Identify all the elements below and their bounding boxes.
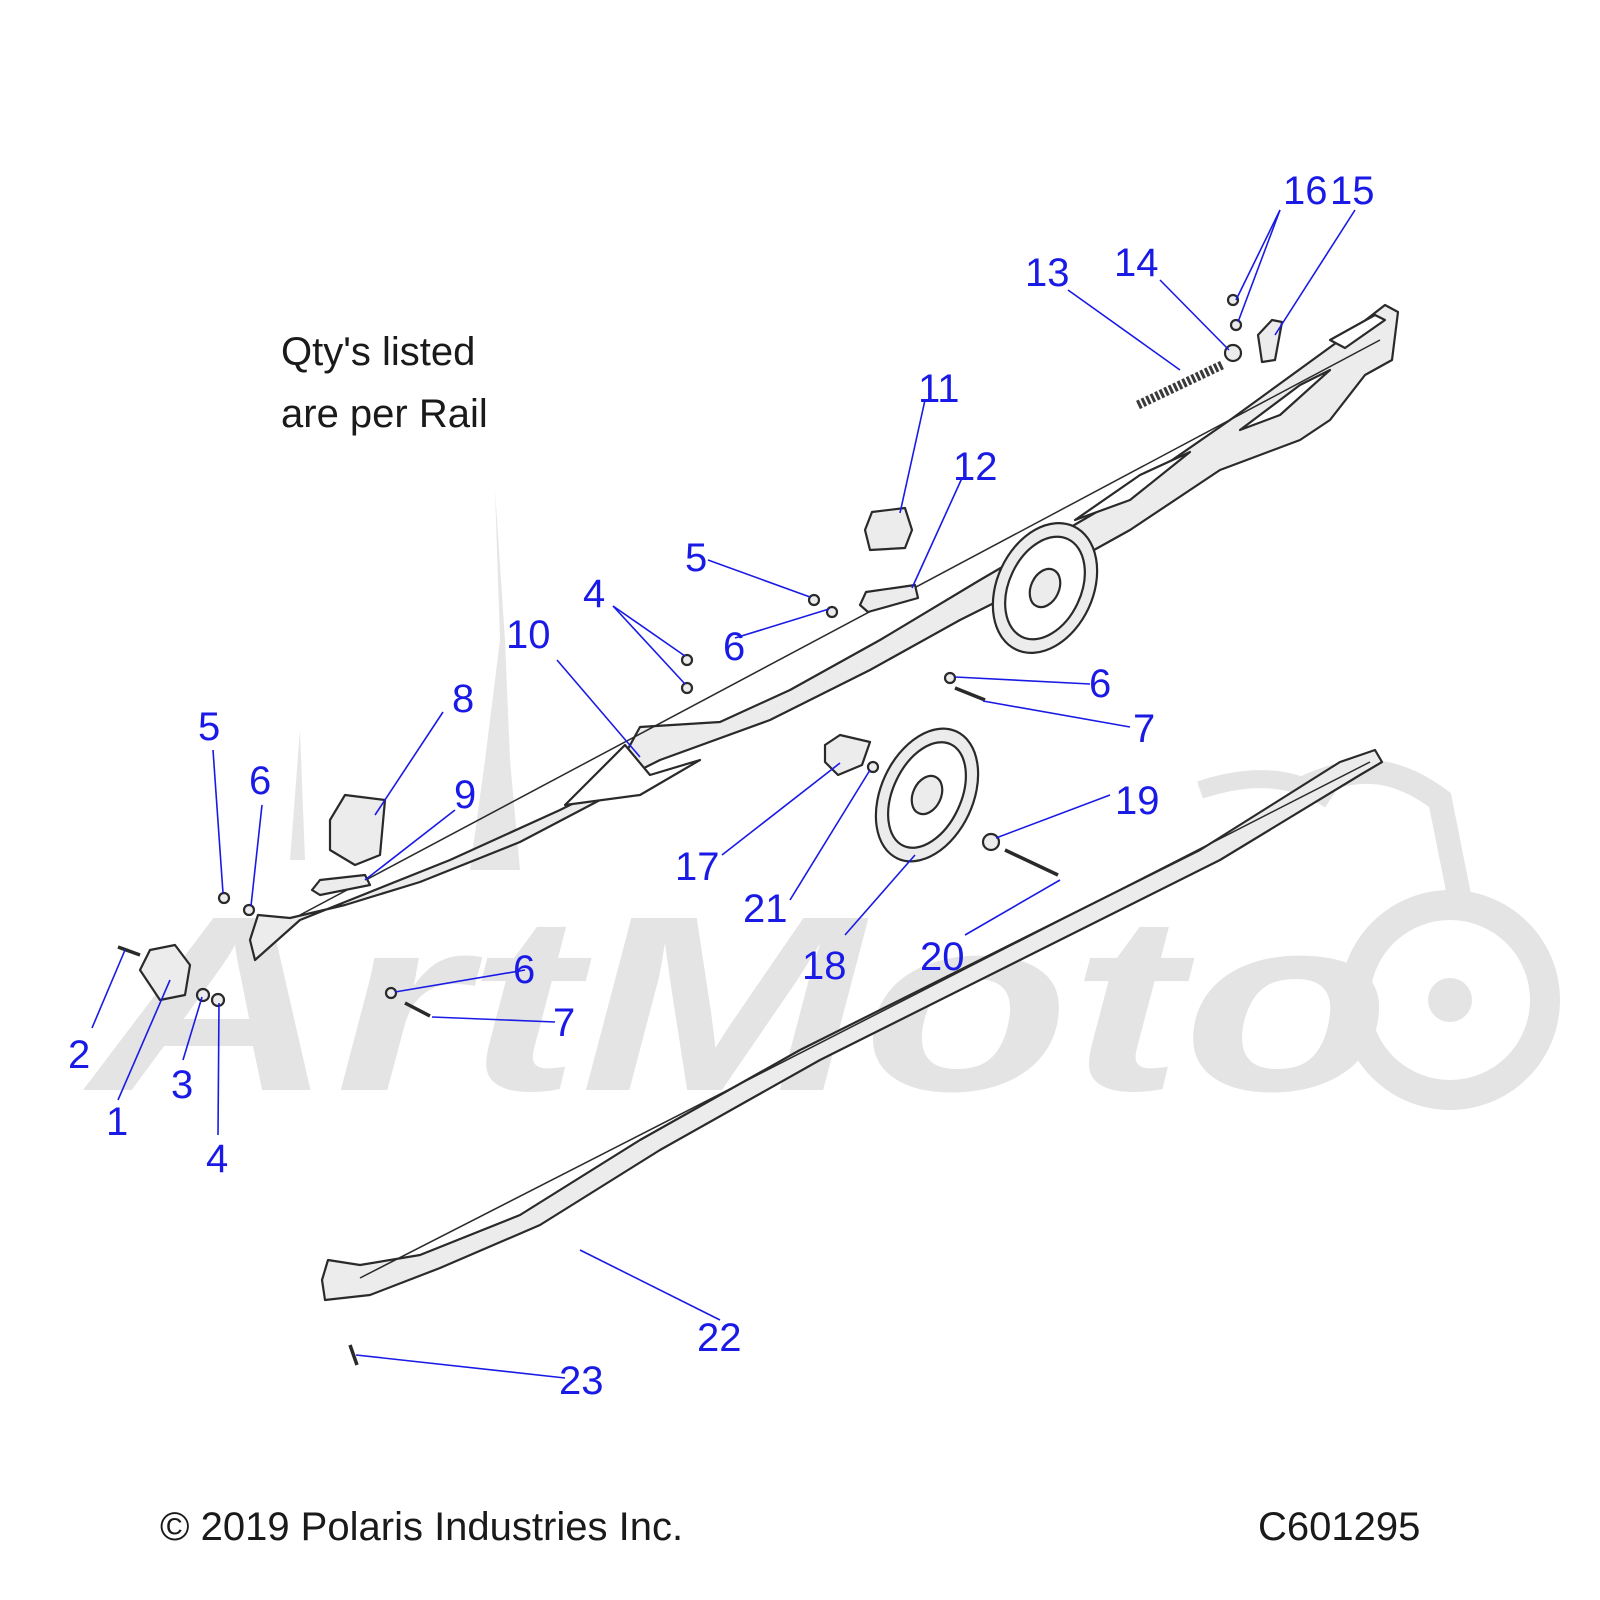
rail-cutout xyxy=(1073,450,1192,522)
quantity-note-line-2: are per Rail xyxy=(281,392,488,436)
slide-groove-line xyxy=(359,761,1371,1279)
bumper-part-1 xyxy=(138,943,192,1002)
part-16 xyxy=(1226,293,1240,307)
callout-11: 11 xyxy=(918,367,960,411)
callout-6: 6 xyxy=(723,625,745,669)
rail-cutout xyxy=(1328,313,1387,350)
bracket-part-9 xyxy=(310,873,372,897)
callout-20: 20 xyxy=(920,935,965,979)
callout-6: 6 xyxy=(249,759,271,803)
callout-16: 16 xyxy=(1283,169,1328,213)
leader-lines xyxy=(91,209,1356,1379)
callout-4: 4 xyxy=(206,1137,228,1181)
callout-5: 5 xyxy=(198,705,220,749)
parts xyxy=(117,293,1400,1366)
callout-21: 21 xyxy=(743,887,788,931)
callout-6: 6 xyxy=(513,948,535,992)
callout-labels: 1 2 3 4 4 5 5 6 6 6 6 7 7 8 9 10 11 12 1… xyxy=(68,169,1375,1403)
block-part-11 xyxy=(863,506,914,552)
hardware-fasteners xyxy=(117,593,1059,1366)
rail-cutout xyxy=(563,743,702,807)
diagram-code: C601295 xyxy=(1258,1505,1421,1549)
callout-7: 7 xyxy=(553,1001,575,1045)
callout-13: 13 xyxy=(1025,251,1070,295)
quantity-note-line-1: Qty's listed xyxy=(281,330,476,374)
callout-10: 10 xyxy=(506,613,551,657)
callout-14: 14 xyxy=(1114,241,1159,285)
callout-12: 12 xyxy=(953,445,998,489)
callout-5: 5 xyxy=(685,536,707,580)
callout-3: 3 xyxy=(171,1063,193,1107)
callout-2: 2 xyxy=(68,1033,90,1077)
slide-part-22 xyxy=(320,748,1384,1302)
callout-4: 4 xyxy=(583,572,605,616)
callout-6: 6 xyxy=(1089,662,1111,706)
wheel-part-18 xyxy=(874,727,980,863)
block-part-8 xyxy=(328,793,387,867)
callout-19: 19 xyxy=(1115,779,1160,823)
callout-18: 18 xyxy=(802,944,847,988)
callout-7: 7 xyxy=(1133,707,1155,751)
spring-part-13 xyxy=(1136,360,1224,410)
bracket-part-12 xyxy=(858,583,920,614)
upper-wheel xyxy=(991,522,1099,654)
callout-17: 17 xyxy=(675,845,720,889)
callout-1: 1 xyxy=(106,1100,128,1144)
rail-edge-line xyxy=(299,339,1381,916)
callout-22: 22 xyxy=(697,1316,742,1360)
part-16 xyxy=(1229,318,1243,332)
callout-15: 15 xyxy=(1330,169,1375,213)
copyright-text: © 2019 Polaris Industries Inc. xyxy=(160,1505,684,1549)
callout-9: 9 xyxy=(454,773,476,817)
rail-cutout xyxy=(1238,368,1332,432)
part-15 xyxy=(1256,318,1284,364)
callout-23: 23 xyxy=(559,1359,604,1403)
callout-8: 8 xyxy=(452,677,474,721)
